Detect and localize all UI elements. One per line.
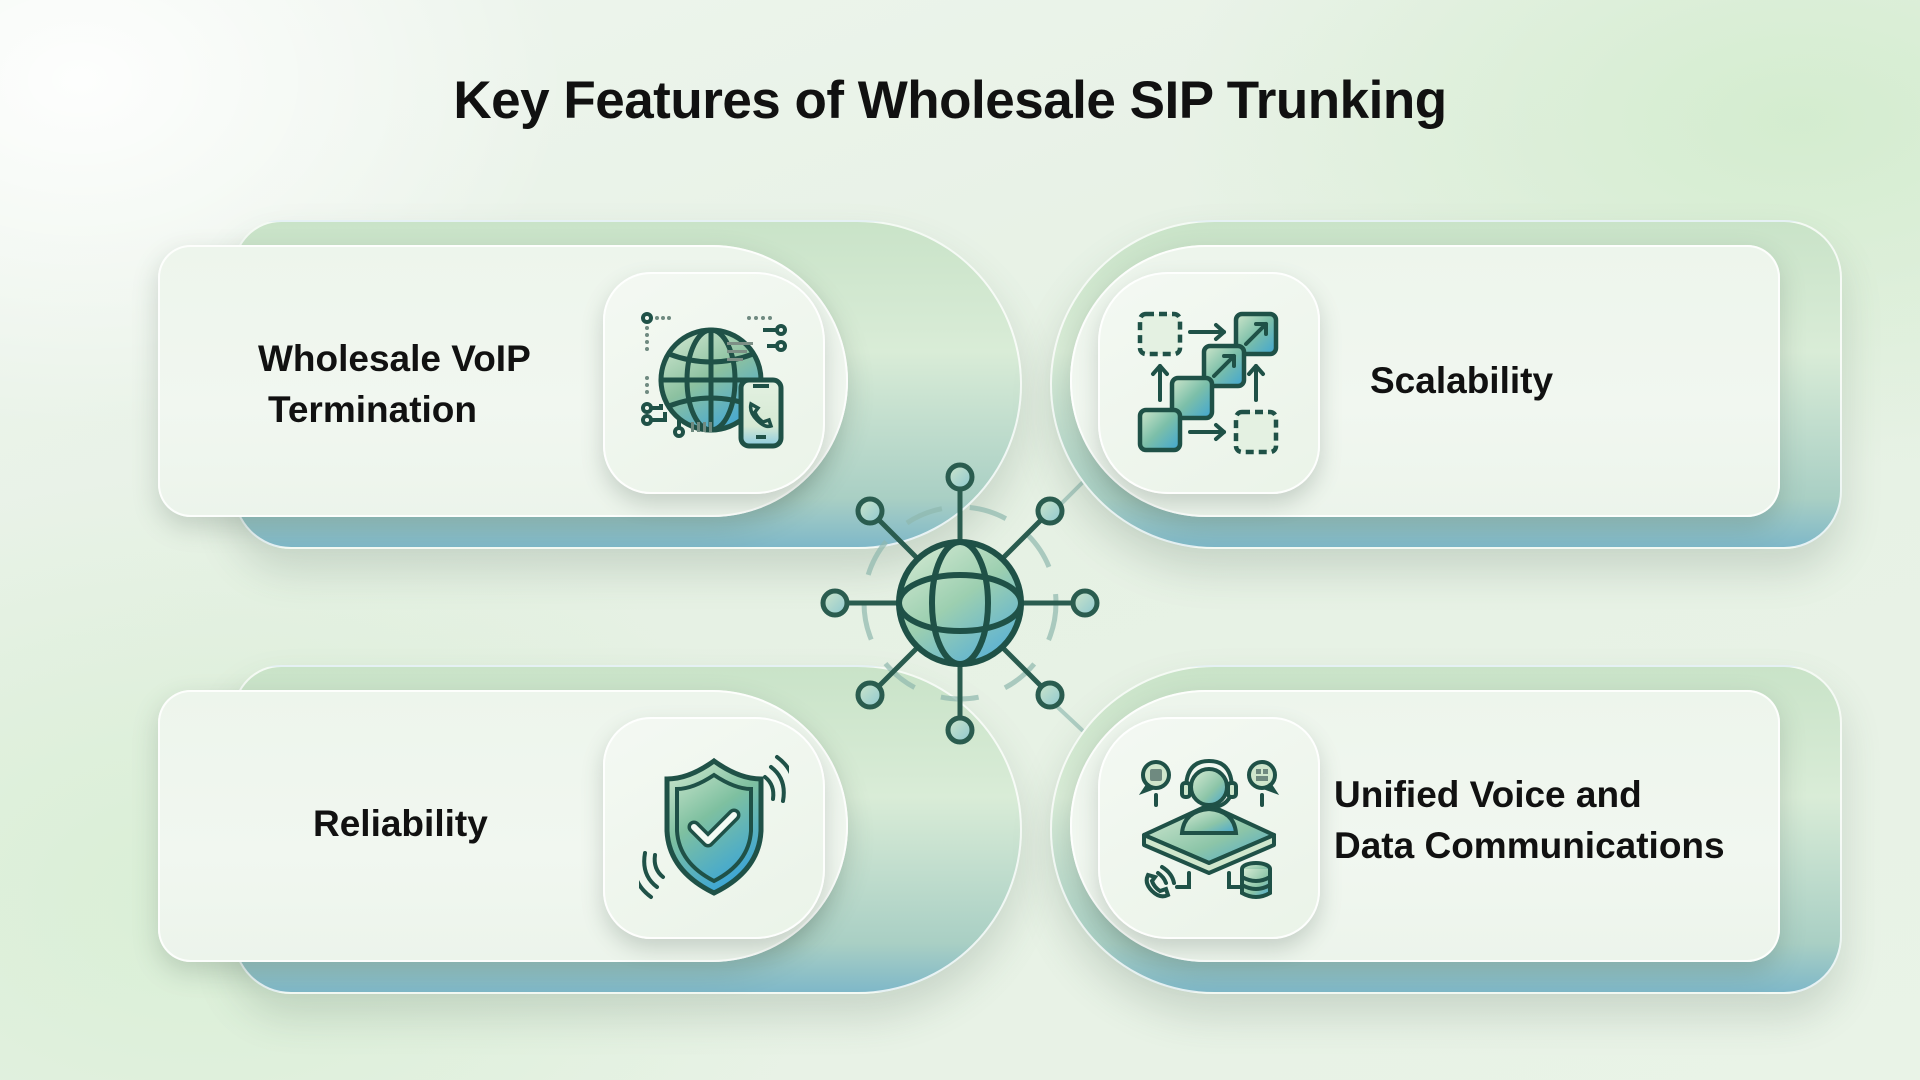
feature-card-unified-comms: Unified Voice and Data Communications <box>1050 665 1910 1005</box>
page-title: Key Features of Wholesale SIP Trunking <box>453 71 1447 130</box>
feature-icon-tile <box>603 272 825 494</box>
feature-card-voip-termination: Wholesale VoIP Termination <box>158 220 1022 560</box>
network-globe-hub-icon <box>820 462 1100 745</box>
feature-icon-tile <box>603 717 825 939</box>
feature-label: Wholesale VoIP Termination <box>258 338 531 430</box>
feature-card-scalability: Scalability <box>1050 220 1910 560</box>
shield-check-icon <box>639 755 789 899</box>
feature-icon-tile <box>1098 272 1320 494</box>
feature-icon-tile <box>1098 717 1320 939</box>
feature-card-reliability: Reliability <box>158 665 1022 1005</box>
agent-headset-icon <box>1138 758 1280 899</box>
globe-phone-icon <box>641 312 787 449</box>
central-hub <box>800 445 1120 765</box>
scaling-blocks-icon <box>1137 311 1279 455</box>
feature-label: Unified Voice and Data Communications <box>1334 774 1725 866</box>
feature-label: Scalability <box>1370 360 1554 401</box>
feature-label: Reliability <box>313 803 488 844</box>
